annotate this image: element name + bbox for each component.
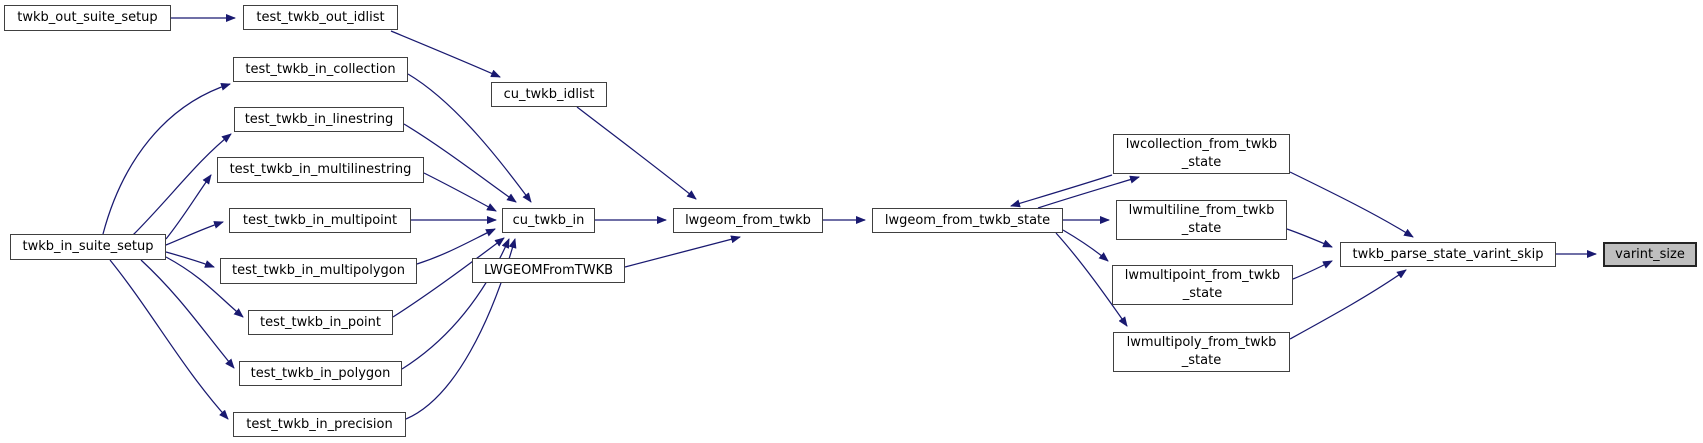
edge-twkb_in_suite_setup-to-test_twkb_in_polygon — [140, 259, 235, 369]
edge-test_twkb_in_point-to-cu_twkb_in — [392, 237, 505, 318]
edge-test_twkb_in_multipolygon-to-cu_twkb_in — [416, 228, 496, 265]
node-lwmultipoint_from_twkb_state[interactable]: lwmultipoint_from_twkb _state — [1112, 265, 1293, 305]
node-test_twkb_in_precision[interactable]: test_twkb_in_precision — [233, 412, 406, 437]
edge-lwmultipoint_from_twkb_state-to-twkb_parse_state_varint_skip — [1292, 260, 1333, 280]
node-lwgeom_from_twkb_state[interactable]: lwgeom_from_twkb_state — [872, 208, 1063, 233]
edge-test_twkb_in_multilinestring-to-cu_twkb_in — [423, 172, 497, 212]
node-test_twkb_in_point[interactable]: test_twkb_in_point — [248, 310, 393, 335]
edge-lwgeom_from_twkb_state-to-lwmultipoint_from_twkb_state — [1062, 229, 1109, 262]
edge-lwcollection_from_twkb_state-to-twkb_parse_state_varint_skip — [1289, 171, 1414, 238]
edge-twkb_in_suite_setup-to-test_twkb_in_multipoint — [165, 221, 224, 246]
edge-test_twkb_out_idlist-to-cu_twkb_idlist — [390, 30, 501, 78]
edge-lwmultipoly_from_twkb_state-to-twkb_parse_state_varint_skip — [1289, 269, 1407, 340]
edge-lwgeom_from_twkb_state-to-lwmultipoly_from_twkb_state — [1055, 232, 1128, 327]
edge-twkb_in_suite_setup-to-test_twkb_in_multipolygon — [165, 251, 215, 268]
edge-LWGEOMFromTWKB-to-lwgeom_from_twkb — [624, 235, 741, 268]
node-lwgeom_from_twkb[interactable]: lwgeom_from_twkb — [673, 208, 823, 233]
node-test_twkb_in_collection[interactable]: test_twkb_in_collection — [233, 57, 408, 82]
node-twkb_out_suite_setup[interactable]: twkb_out_suite_setup — [4, 5, 171, 31]
edge-twkb_in_suite_setup-to-test_twkb_in_linestring — [132, 133, 232, 236]
edge-twkb_in_suite_setup-to-test_twkb_in_precision — [109, 259, 229, 420]
node-test_twkb_in_multipolygon[interactable]: test_twkb_in_multipolygon — [220, 258, 417, 284]
node-varint_size: varint_size — [1603, 242, 1697, 267]
edge-lwgeom_from_twkb_state-to-lwcollection_from_twkb_state — [1037, 175, 1140, 209]
node-test_twkb_in_linestring[interactable]: test_twkb_in_linestring — [234, 107, 404, 132]
edge-twkb_in_suite_setup-to-test_twkb_in_point — [165, 256, 244, 318]
edge-test_twkb_in_collection-to-cu_twkb_in — [407, 73, 532, 203]
node-cu_twkb_idlist[interactable]: cu_twkb_idlist — [491, 82, 607, 107]
node-lwmultipoly_from_twkb_state[interactable]: lwmultipoly_from_twkb _state — [1113, 332, 1290, 372]
node-test_twkb_in_multipoint[interactable]: test_twkb_in_multipoint — [229, 208, 411, 233]
node-cu_twkb_in[interactable]: cu_twkb_in — [502, 208, 595, 233]
edge-lwmultiline_from_twkb_state-to-twkb_parse_state_varint_skip — [1286, 228, 1333, 248]
edge-cu_twkb_idlist-to-lwgeom_from_twkb — [576, 106, 697, 200]
node-test_twkb_out_idlist[interactable]: test_twkb_out_idlist — [243, 5, 398, 30]
node-LWGEOMFromTWKB[interactable]: LWGEOMFromTWKB — [472, 258, 625, 283]
node-twkb_in_suite_setup[interactable]: twkb_in_suite_setup — [10, 234, 166, 260]
node-twkb_parse_state_varint_skip[interactable]: twkb_parse_state_varint_skip — [1340, 242, 1556, 267]
edge-lwcollection_from_twkb_state-to-lwgeom_from_twkb_state — [1010, 174, 1113, 208]
edge-twkb_in_suite_setup-to-test_twkb_in_collection — [102, 82, 231, 235]
node-test_twkb_in_polygon[interactable]: test_twkb_in_polygon — [239, 361, 402, 386]
node-lwcollection_from_twkb_state[interactable]: lwcollection_from_twkb _state — [1113, 134, 1290, 174]
node-test_twkb_in_multilinestring[interactable]: test_twkb_in_multilinestring — [217, 157, 424, 183]
edge-twkb_in_suite_setup-to-test_twkb_in_multilinestring — [165, 174, 212, 240]
edge-test_twkb_in_linestring-to-cu_twkb_in — [403, 123, 517, 203]
node-lwmultiline_from_twkb_state[interactable]: lwmultiline_from_twkb _state — [1116, 200, 1287, 240]
